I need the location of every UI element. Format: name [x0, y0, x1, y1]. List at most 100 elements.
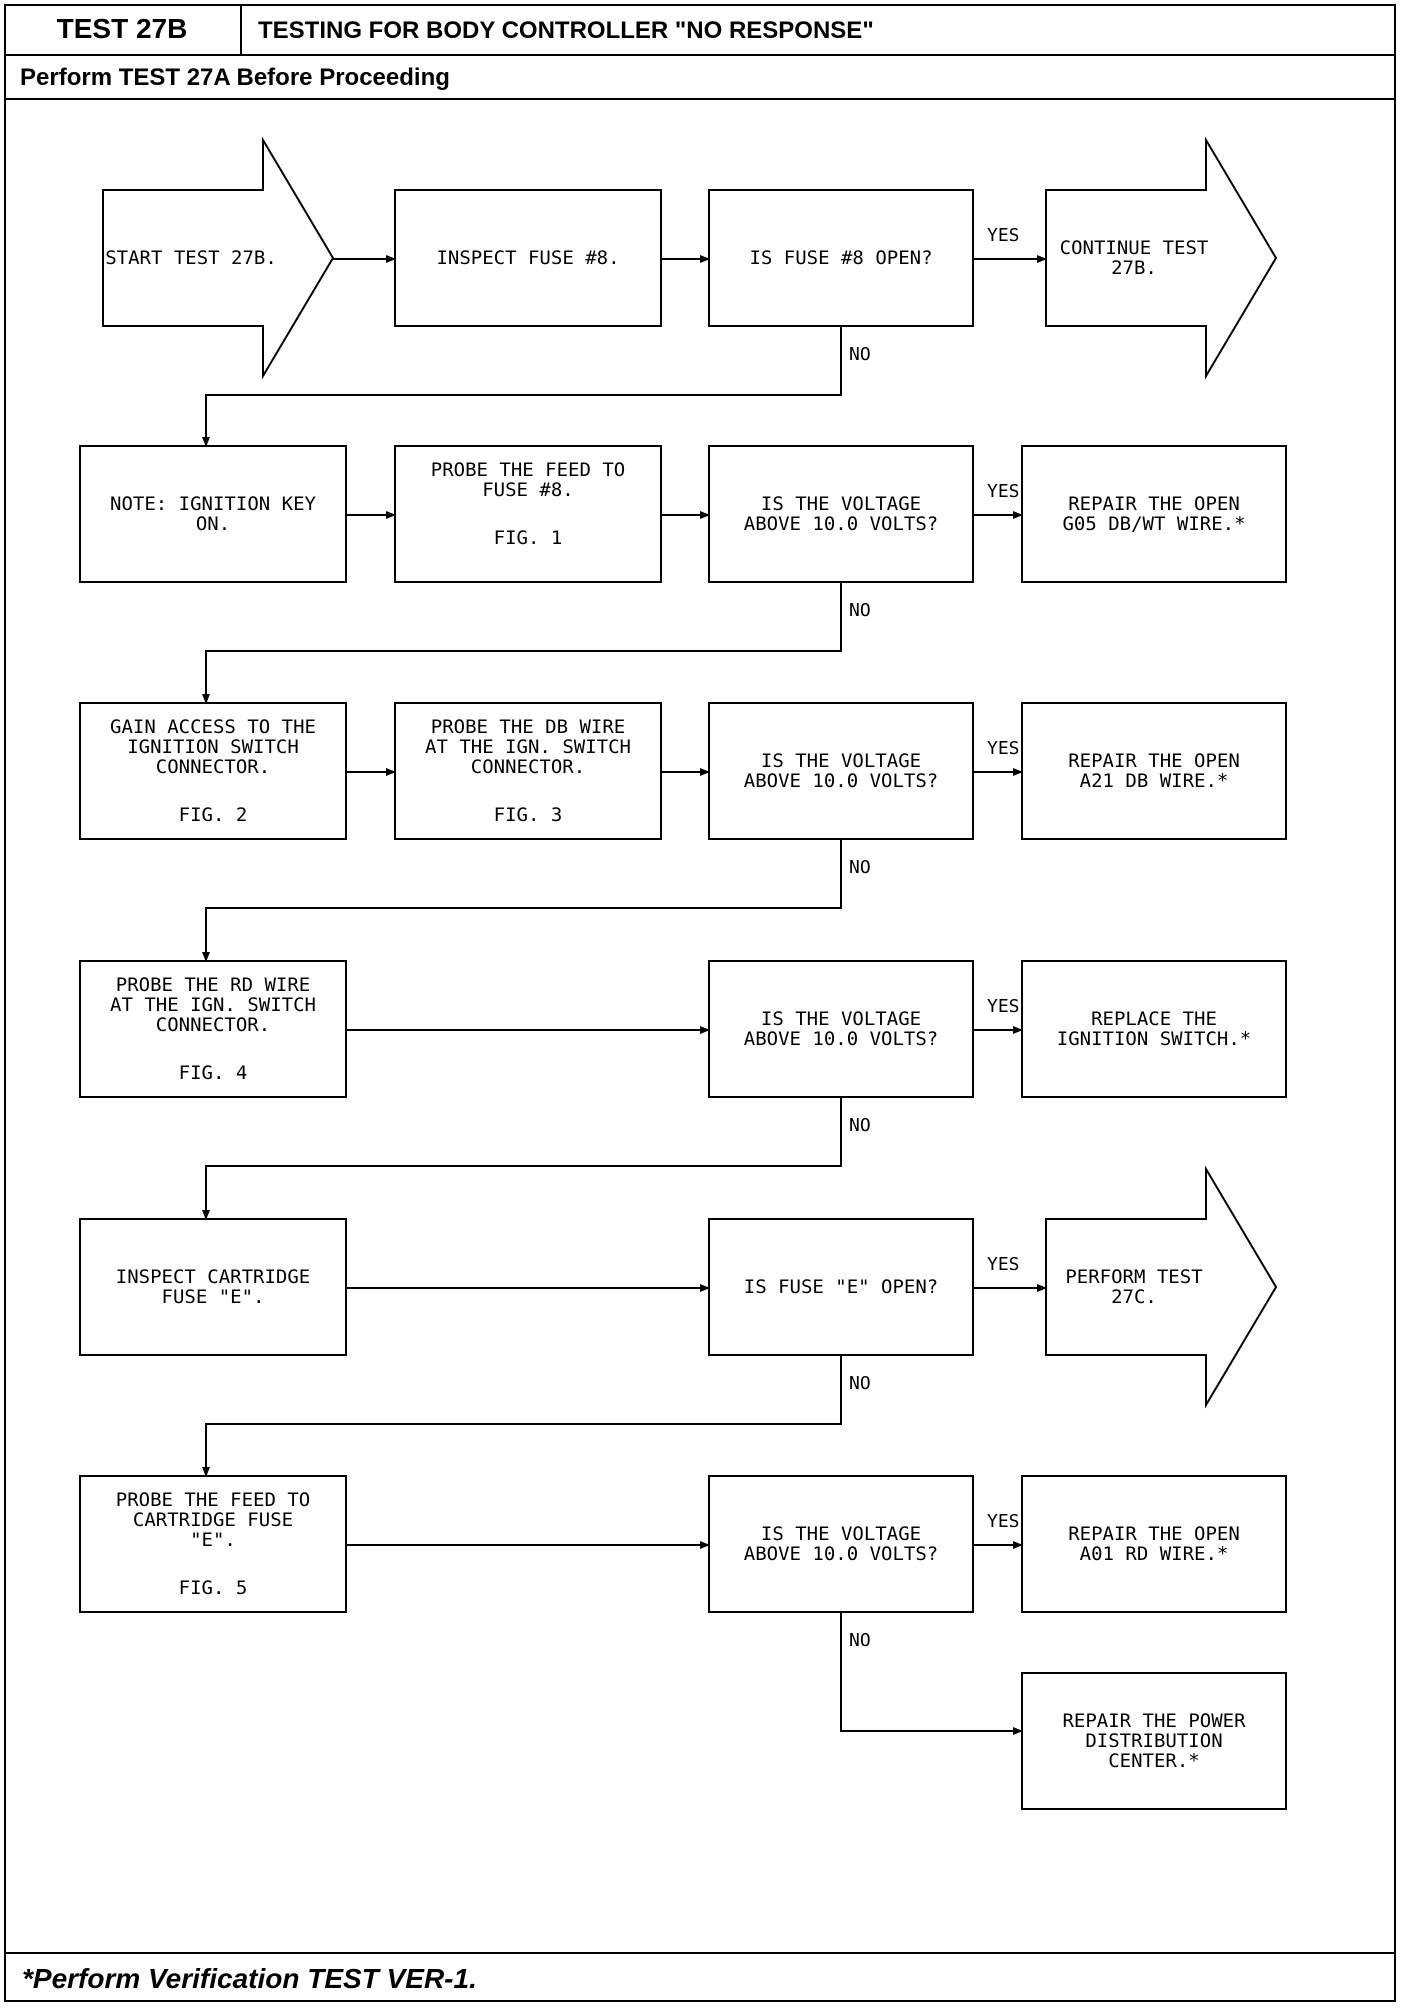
edge-q-voltage-3-to-inspect-cart-fuse [202, 1097, 842, 1220]
node-text: INSPECT FUSE #8. [436, 247, 619, 269]
node-shape [708, 189, 974, 327]
node-shape [394, 189, 662, 327]
node-text: ON. [196, 513, 230, 535]
node-shape [1021, 1672, 1287, 1810]
node-text: PROBE THE RD WIRE [116, 974, 310, 996]
node-shape [79, 445, 347, 583]
node-text: FIG. 3 [494, 804, 563, 826]
edge-label-no: NO [849, 1373, 871, 1394]
page-frame [4, 4, 1396, 2002]
node-text: GAIN ACCESS TO THE [110, 716, 316, 738]
edge-q-voltage-2-to-probe-rd-wire [202, 839, 842, 962]
node-text: 27C. [1111, 1286, 1157, 1308]
nodes-layer: START TEST 27B. INSPECT FUSE #8. IS FUSE #… [79, 136, 1287, 1810]
edge-label-no: NO [849, 344, 871, 365]
node-text: DISTRIBUTION [1085, 1730, 1222, 1752]
node-text: FUSE "E". [162, 1286, 265, 1308]
edge-label-yes: YES [987, 1254, 1020, 1275]
node-text: FUSE #8. [482, 479, 574, 501]
node-shape [708, 1475, 974, 1613]
node-text: IGNITION SWITCH [127, 736, 299, 758]
node-text: 27B. [1111, 257, 1157, 279]
node-text: ABOVE 10.0 VOLTS? [744, 513, 938, 535]
node-shape [79, 1218, 347, 1356]
node-text: FIG. 1 [494, 527, 563, 549]
node-text: START TEST 27B. [105, 247, 277, 269]
node-text: ABOVE 10.0 VOLTS? [744, 1028, 938, 1050]
prerequisite-bar: Perform TEST 27A Before Proceeding [4, 56, 1396, 100]
edge-label-yes: YES [987, 996, 1020, 1017]
edge-label-yes: YES [987, 225, 1020, 246]
node-text: CENTER.* [1108, 1750, 1200, 1772]
node-shape [394, 445, 662, 583]
edge-q-fuse-8-open-to-note-ignition [202, 326, 842, 447]
node-text: CONTINUE TEST [1060, 237, 1209, 259]
node-text: IS THE VOLTAGE [761, 1523, 921, 1545]
node-text: AT THE IGN. SWITCH [425, 736, 631, 758]
node-text: REPLACE THE [1091, 1008, 1217, 1030]
node-shape [1045, 136, 1278, 380]
node-shape [79, 960, 347, 1098]
node-shape [708, 445, 974, 583]
node-shape [708, 1218, 974, 1356]
node-text: IS FUSE #8 OPEN? [749, 247, 932, 269]
edge-label-yes: YES [987, 481, 1020, 502]
node-text: PROBE THE DB WIRE [431, 716, 625, 738]
node-text: FIG. 5 [179, 1577, 248, 1599]
node-text: IS THE VOLTAGE [761, 1008, 921, 1030]
node-shape [394, 702, 662, 840]
node-shape [1021, 702, 1287, 840]
node-shape [1045, 1165, 1278, 1409]
node-text: IS THE VOLTAGE [761, 750, 921, 772]
node-shape [102, 136, 335, 380]
node-q-fuse-8-open: IS FUSE #8 OPEN? [708, 189, 974, 327]
node-text: CONNECTOR. [471, 756, 585, 778]
edge-label-no: NO [849, 1115, 871, 1136]
node-text: INSPECT CARTRIDGE [116, 1266, 310, 1288]
node-shape [1021, 445, 1287, 583]
node-text: REPAIR THE OPEN [1068, 750, 1240, 772]
edge-label-no: NO [849, 1630, 871, 1651]
node-text: CONNECTOR. [156, 756, 270, 778]
node-text: PROBE THE FEED TO [116, 1489, 310, 1511]
node-text: IS THE VOLTAGE [761, 493, 921, 515]
node-text: NOTE: IGNITION KEY [110, 493, 316, 515]
node-text: PERFORM TEST [1065, 1266, 1202, 1288]
node-text: "E". [190, 1529, 236, 1551]
node-text: REPAIR THE OPEN [1068, 1523, 1240, 1545]
node-text: ABOVE 10.0 VOLTS? [744, 770, 938, 792]
node-text: IS FUSE "E" OPEN? [744, 1276, 938, 1298]
node-text: AT THE IGN. SWITCH [110, 994, 316, 1016]
node-text: ABOVE 10.0 VOLTS? [744, 1543, 938, 1565]
node-shape [708, 960, 974, 1098]
node-shape [79, 1475, 347, 1613]
node-q-fuse-e-open: IS FUSE "E" OPEN? [708, 1218, 974, 1356]
node-text: FIG. 4 [179, 1062, 248, 1084]
edge-label-no: NO [849, 600, 871, 621]
node-text: FIG. 2 [179, 804, 248, 826]
edge-label-yes: YES [987, 738, 1020, 759]
node-text: PROBE THE FEED TO [431, 459, 625, 481]
header: TEST 27B TESTING FOR BODY CONTROLLER "NO… [4, 4, 1396, 56]
edge-q-fuse-e-open-to-probe-feed-cart [202, 1355, 842, 1477]
node-shape [708, 702, 974, 840]
edge-q-voltage-1-to-gain-access [202, 582, 842, 704]
prerequisite-note: Perform TEST 27A Before Proceeding [20, 64, 450, 91]
footer: *Perform Verification TEST VER-1. [4, 1952, 1396, 2002]
